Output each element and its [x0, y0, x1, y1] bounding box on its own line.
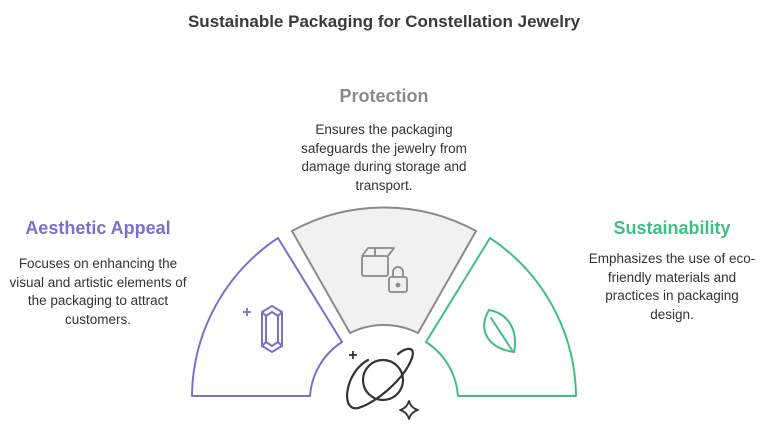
- diagram-title: Sustainable Packaging for Constellation …: [187, 12, 581, 31]
- protection-segment: [291, 206, 477, 334]
- sustainability-segment: [425, 237, 577, 397]
- protection-description: Ensures the packaging safeguards the jew…: [301, 122, 467, 193]
- leaf-icon: [483, 309, 516, 353]
- gem-icon: [261, 305, 283, 353]
- package-lock-icon: [361, 247, 408, 293]
- sparkle-plus-icon: [243, 308, 251, 316]
- protection-title: Protection: [339, 86, 429, 106]
- aesthetic-appeal-title: Aesthetic Appeal: [25, 218, 171, 238]
- sparkle-icon: [349, 351, 419, 420]
- sustainability-title: Sustainability: [613, 218, 731, 238]
- sustainability-description: Emphasizes the use of eco-friendly mater…: [588, 251, 756, 322]
- planet-icon: [346, 347, 414, 410]
- aesthetic-appeal-description: Focuses on enhancing the visual and arti…: [9, 256, 187, 327]
